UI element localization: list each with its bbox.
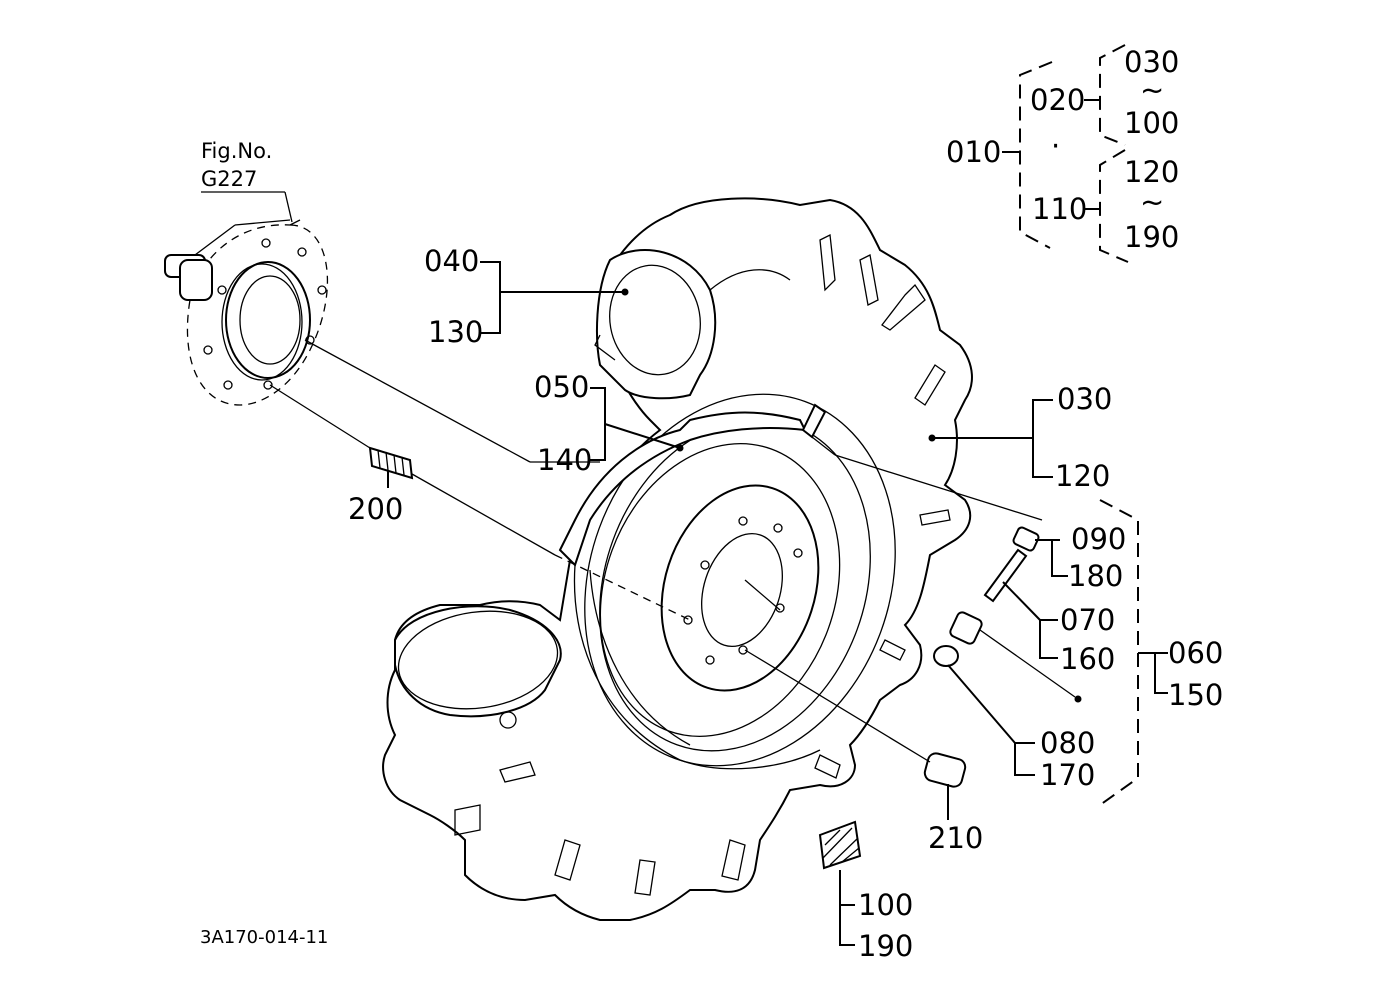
valve-parts — [801, 403, 1040, 788]
leader-lines — [269, 288, 1082, 763]
hierarchy-group-a-to: 100 — [1124, 106, 1179, 140]
callout-040: 040 — [424, 244, 479, 278]
callout-060: 060 — [1168, 636, 1223, 670]
callout-130: 130 — [428, 315, 483, 349]
decal-plate — [818, 820, 862, 870]
callout-070: 070 — [1060, 603, 1115, 637]
hierarchy-group-b-to: 190 — [1124, 220, 1179, 254]
figure-ref-label: Fig.No. — [201, 139, 272, 163]
figure-ref-number: G227 — [201, 167, 257, 191]
drawing-number: 3A170-014-11 — [200, 927, 328, 948]
hierarchy-separator: · — [1051, 129, 1060, 163]
callout-160: 160 — [1060, 642, 1115, 676]
hierarchy-group-a-from: 030 — [1124, 45, 1179, 79]
callout-190: 190 — [858, 929, 913, 963]
hierarchy-tilde-a: ~ — [1140, 73, 1164, 107]
hierarchy-root: 010 — [946, 135, 1001, 169]
callout-180: 180 — [1068, 559, 1123, 593]
callout-140: 140 — [537, 443, 592, 477]
callout-090: 090 — [1071, 522, 1126, 556]
hub-flange — [164, 219, 328, 406]
callout-170: 170 — [1040, 758, 1095, 792]
callout-210: 210 — [928, 821, 983, 855]
figure-ref-leader — [284, 191, 293, 223]
callout-050: 050 — [534, 370, 589, 404]
upper-sleeve — [596, 249, 717, 400]
lower-sleeve — [394, 605, 562, 718]
hierarchy-group-b: 110 — [1032, 192, 1087, 226]
callout-150: 150 — [1168, 678, 1223, 712]
callout-120: 120 — [1055, 459, 1110, 493]
stud-bolt — [368, 446, 414, 480]
callout-200: 200 — [348, 492, 403, 526]
hierarchy-tilde-b: ~ — [1140, 185, 1164, 219]
callout-brackets — [387, 44, 1168, 946]
rim-flange — [558, 411, 807, 567]
callout-080: 080 — [1040, 726, 1095, 760]
hierarchy-group-a: 020 — [1030, 83, 1085, 117]
callout-030: 030 — [1057, 382, 1112, 416]
hierarchy-group-b-from: 120 — [1124, 155, 1179, 189]
callout-100: 100 — [858, 888, 913, 922]
wheel-assembly — [382, 197, 973, 921]
